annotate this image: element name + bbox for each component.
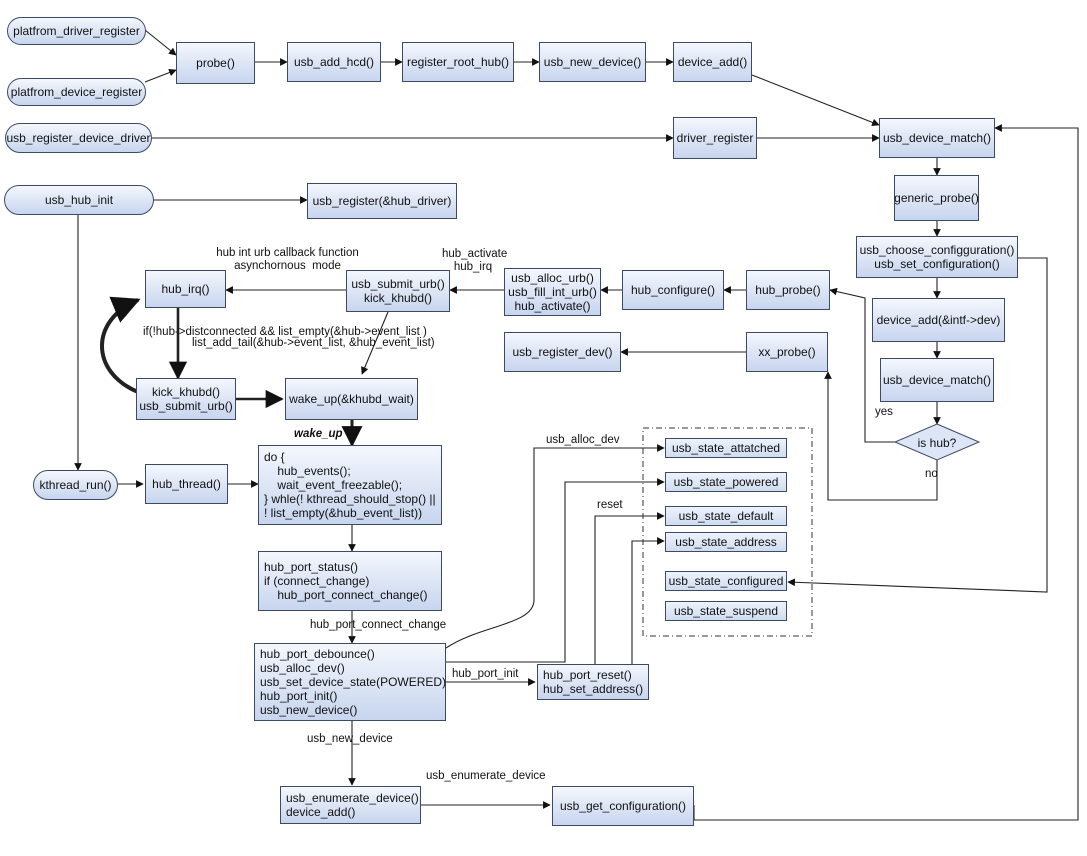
usb-alloc-urb-group-node: usb_alloc_urb() usb_fill_int_urb() hub_a… [504, 268, 601, 316]
usb-get-configuration-node: usb_get_configuration() [552, 786, 694, 826]
generic-probe-node: generic_probe() [894, 175, 979, 221]
usb-device-match-node: usb_device_match() [879, 118, 995, 158]
usb-enumerate-group-node: usb_enumerate_device() device_add() [280, 786, 421, 824]
platfrom-driver-register-node: platfrom_driver_register [7, 17, 146, 45]
hub-probe-node: hub_probe() [746, 270, 830, 310]
hub-configure-node: hub_configure() [622, 270, 724, 310]
driver-register-node: driver_register [673, 117, 757, 159]
device-add-intf-node: device_add(&intf->dev) [872, 298, 1005, 342]
hub-thread-node: hub_thread() [145, 464, 228, 504]
state-default-node: usb_state_default [665, 506, 787, 526]
probe-node: probe() [176, 42, 255, 84]
hub-port-status-node: hub_port_status() if (connect_change) hu… [258, 551, 442, 611]
usb-choose-configuration-node: usb_choose_configguration() usb_set_conf… [856, 236, 1018, 278]
state-suspend-node: usb_state_suspend [665, 601, 787, 621]
usb-register-dev-node: usb_register_dev() [504, 332, 621, 372]
edge-usb-get-configuration-to-usb-device-match [693, 124, 1079, 821]
edge-is-hub-yes-to-hub-probe [829, 287, 903, 443]
usb-submit-urb-kick-khubd-node: usb_submit_urb() kick_khubd() [346, 270, 450, 312]
wake-up-khubd-wait-node: wake_up(&khubd_wait) [285, 378, 418, 420]
register-root-hub-node: register_root_hub() [402, 42, 514, 82]
usb-device-match-2-node: usb_device_match() [880, 358, 994, 402]
usb-new-device-edge-label: usb_new_device [307, 733, 393, 745]
device-state-group-frame [642, 427, 813, 637]
xx-probe-node: xx_probe() [746, 332, 828, 372]
hub-port-connect-change-edge-label: hub_port_connect_change [310, 619, 447, 631]
edge-usb-submit-urb-to-wake-up [361, 311, 389, 375]
usb-enumerate-device-edge-label: usb_enumerate_device [426, 770, 546, 782]
usb-new-device-node: usb_new_device() [539, 42, 646, 82]
hub-irq-node: hub_irq() [145, 270, 226, 308]
is-hub-diamond [893, 423, 981, 461]
edge-set-device-state-to-state-powered [446, 478, 665, 663]
hub-activate-irq-label: hub_activate hub_irq [442, 248, 508, 273]
state-attached-node: usb_state_attatched [665, 438, 787, 458]
yes-label: yes [875, 406, 893, 418]
reset-edge-label: reset [597, 499, 623, 511]
edge-is-hub-no-to-xx-probe [824, 371, 938, 501]
list-add-tail-label: list_add_tail(&hub->event_list, &hub_eve… [192, 337, 435, 349]
kick-khubd-usb-submit-urb-node: kick_khubd() usb_submit_urb() [136, 378, 236, 420]
edge-device-add-to-usb-device-match [751, 74, 880, 127]
usb-register-hub-driver-node: usb_register(&hub_driver) [307, 183, 457, 219]
platfrom-device-register-node: platfrom_device_register [7, 78, 146, 106]
edge-hub-port-reset-to-state-default [594, 512, 665, 664]
device-add-node: device_add() [673, 42, 752, 82]
state-configured-node: usb_state_configured [665, 571, 787, 591]
state-powered-node: usb_state_powered [665, 472, 787, 492]
no-label: no [925, 468, 938, 480]
hub-port-reset-group-node: hub_port_reset() hub_set_address() [537, 664, 649, 700]
is-hub-label: is hub? [917, 436, 957, 450]
kthread-run-node: kthread_run() [33, 470, 118, 500]
state-address-node: usb_state_address [665, 532, 787, 552]
hub-port-init-edge-label: hub_port_init [452, 668, 519, 680]
usb-register-device-driver-node: usb_register_device_driver [5, 123, 152, 153]
if-disconnected-label: if(!hub->distconnected && list_empty(&hu… [143, 326, 427, 338]
usb-hub-init-node: usb_hub_init [4, 185, 154, 215]
hub-port-debounce-group-node: hub_port_debounce() usb_alloc_dev() usb_… [254, 643, 446, 721]
wake-up-edge-label: wake_up [294, 428, 343, 440]
usb-add-hcd-node: usb_add_hcd() [287, 42, 381, 82]
usb-alloc-dev-edge-label: usb_alloc_dev [546, 434, 620, 446]
edge-device-register-to-probe [144, 68, 177, 83]
hub-int-urb-callback-label: hub int urb callback function asynchorno… [216, 247, 359, 272]
edge-usb-choose-configuration-to-state-configured [787, 257, 1048, 593]
edge-usb-alloc-dev-to-state-attached [445, 444, 665, 649]
hub-events-loop-node: do { hub_events(); wait_event_freezable(… [258, 445, 442, 525]
edge-driver-register-to-probe [144, 29, 177, 56]
edge-hub-set-address-to-state-address [631, 537, 665, 700]
edge-kick-khubd-loop-back-to-hub-irq [100, 296, 141, 394]
